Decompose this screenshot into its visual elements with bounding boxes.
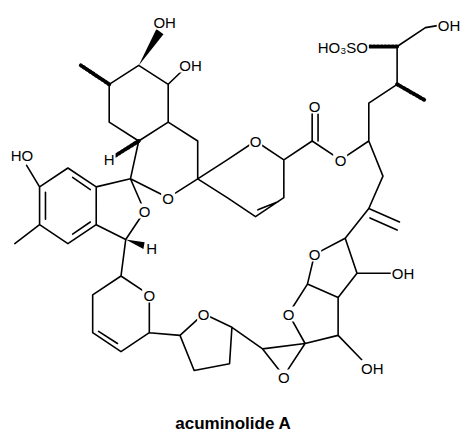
atom-label: OH (178, 58, 203, 73)
atom-label: H (103, 151, 116, 166)
atom-label: O (161, 190, 175, 205)
compound-name: acuminolide A (175, 414, 291, 434)
atom-label: OH (437, 17, 462, 32)
atom-label: O (334, 152, 348, 167)
atom-label: O (277, 370, 291, 385)
atom-label: OH (152, 15, 177, 30)
atom-label: HO₃SO (317, 39, 369, 54)
atom-label: O (138, 204, 152, 219)
atom-label: O (249, 134, 263, 149)
atom-label: H (145, 240, 158, 255)
atom-label: OH (360, 360, 385, 375)
atom-label: O (308, 247, 322, 262)
atom-label: HO (10, 147, 35, 162)
atom-label: O (282, 306, 296, 321)
atom-label: O (142, 287, 156, 302)
atom-label: O (197, 306, 211, 321)
atom-label: O (308, 98, 322, 113)
atom-label: OH (391, 266, 416, 281)
